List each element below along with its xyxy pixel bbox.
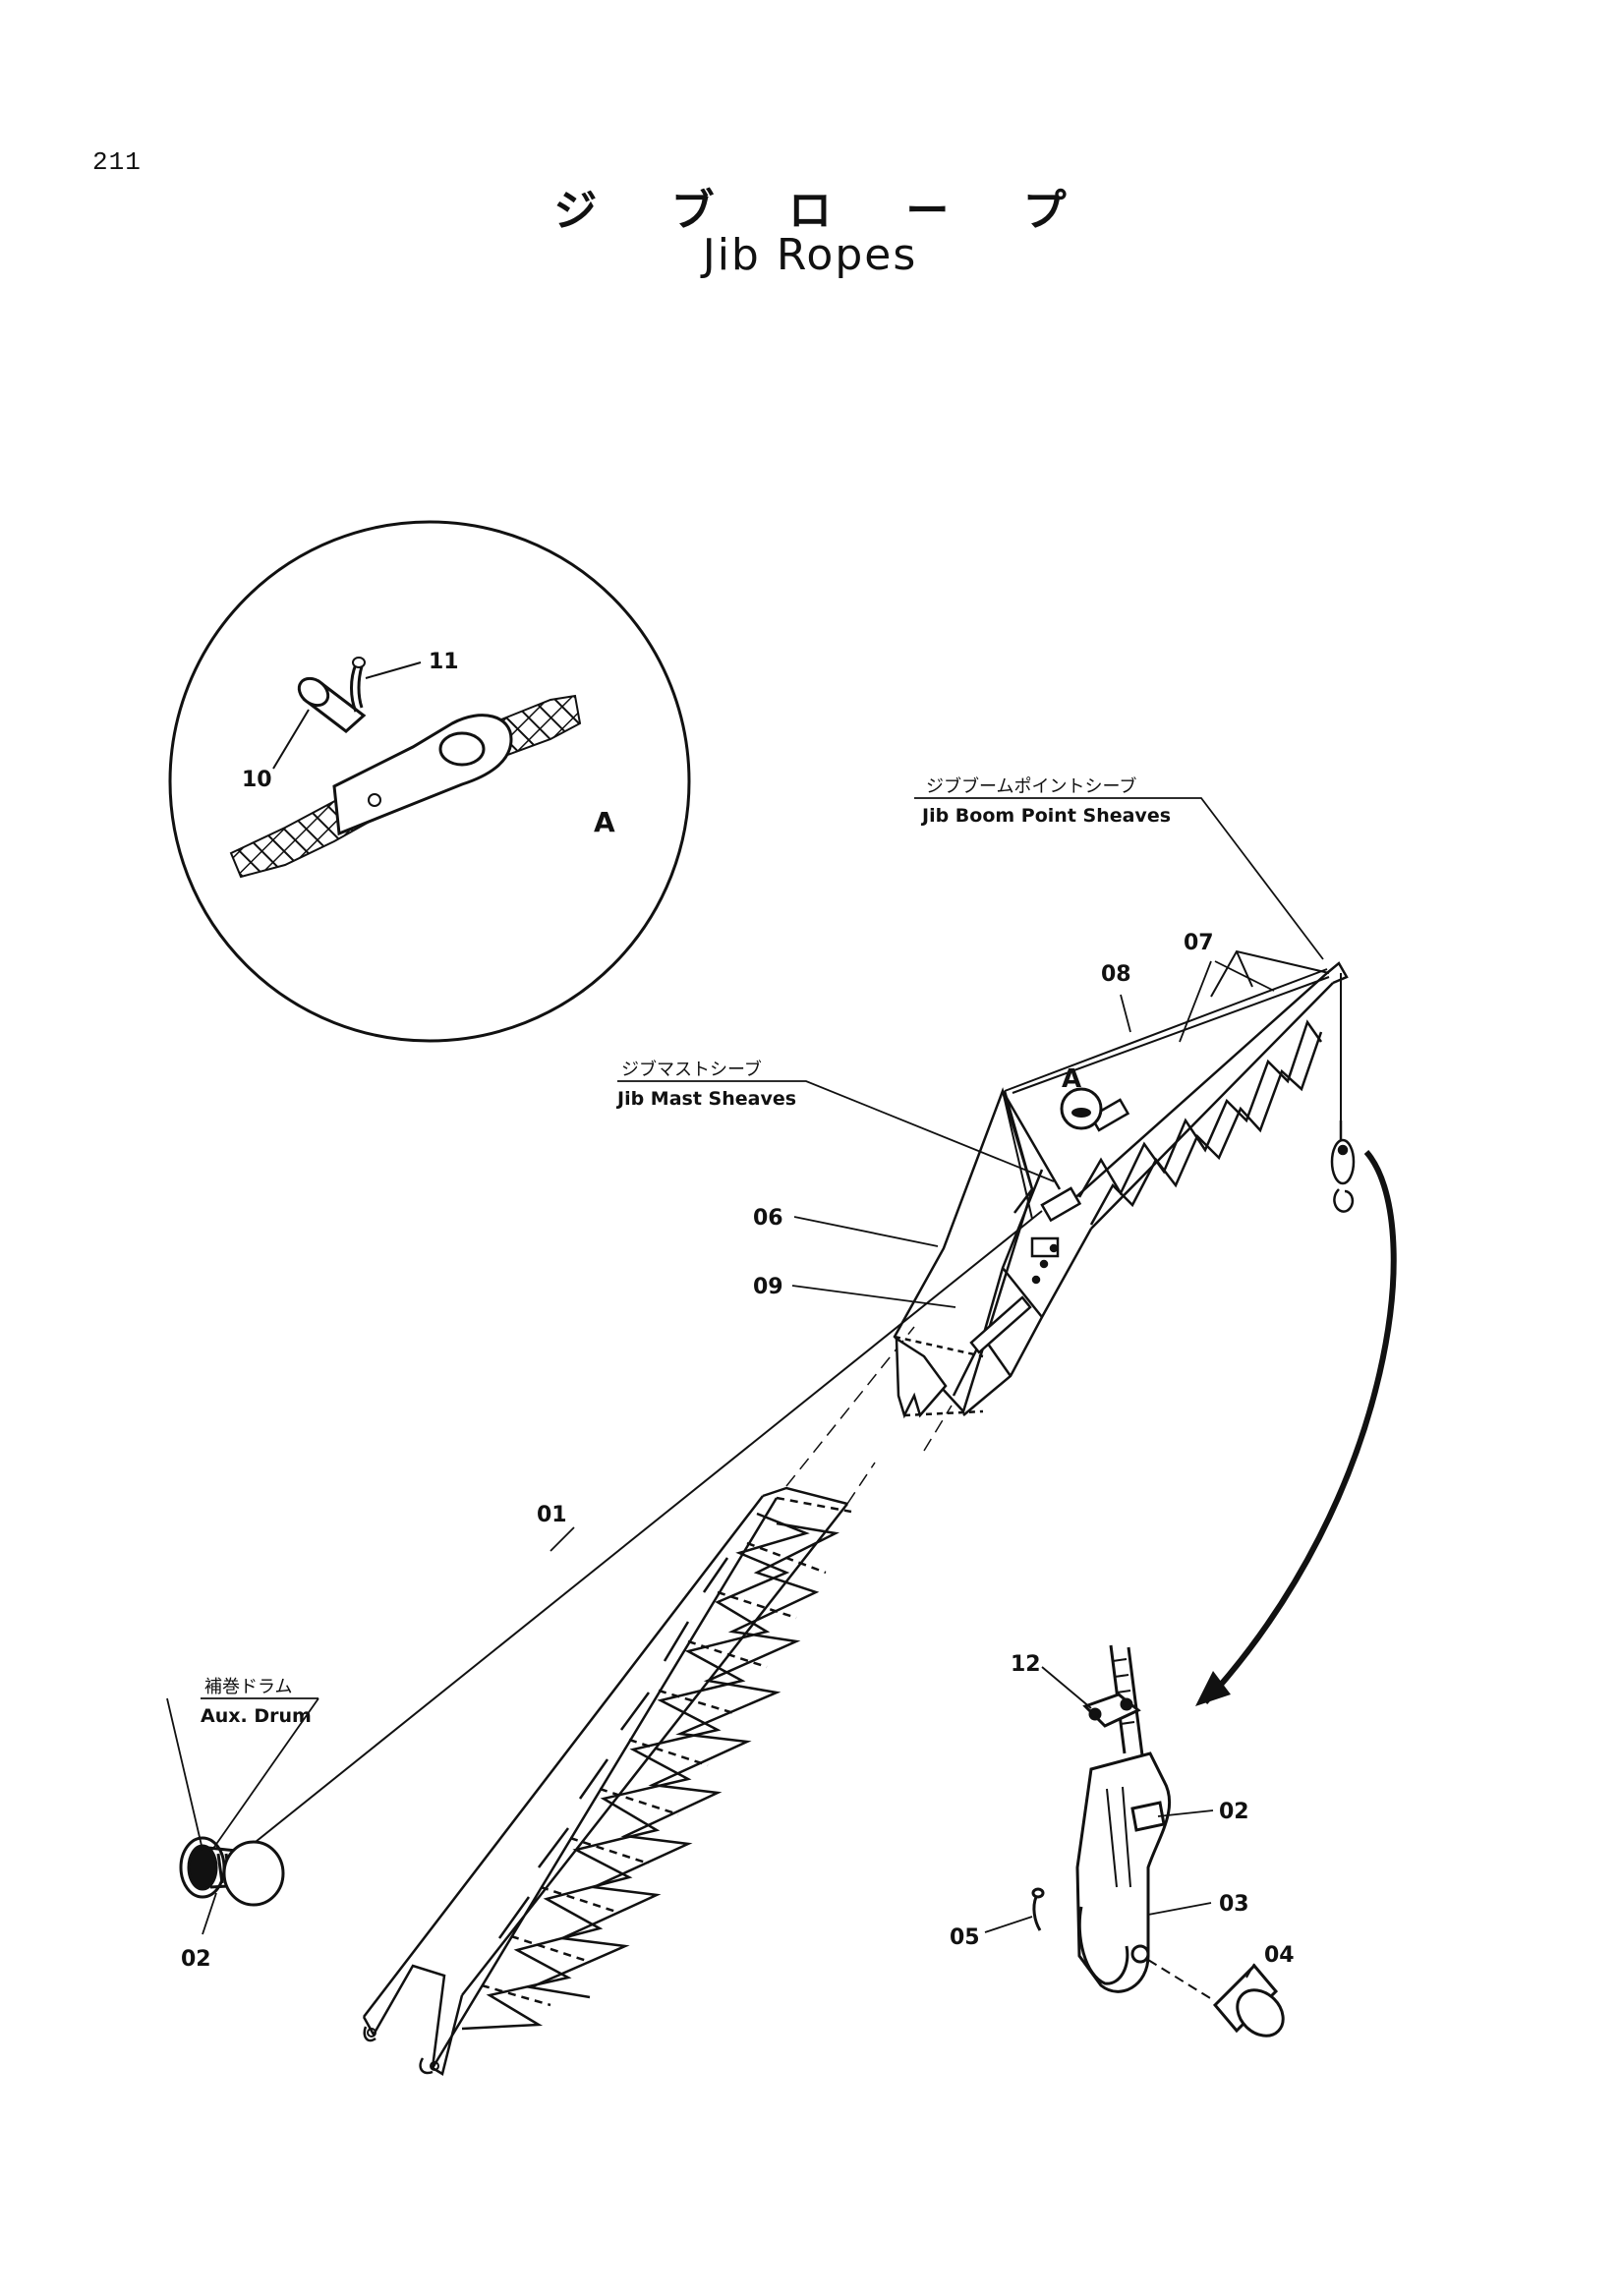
- leader-10: [272, 709, 310, 770]
- title-english: Jib Ropes: [702, 230, 918, 280]
- detail-arrow: [1202, 1150, 1397, 1705]
- callout-jib-mast-sheaves-en: Jib Mast Sheaves: [615, 1088, 796, 1110]
- boom-centerlines: [785, 1326, 953, 1505]
- part-label-03: 03: [1219, 1892, 1249, 1917]
- pin-10: [297, 676, 367, 733]
- part-label-12: 12: [1011, 1652, 1041, 1677]
- callout-aux-drum-jp: 補巻ドラム: [204, 1677, 292, 1697]
- part-label-02-drum: 02: [181, 1947, 211, 1972]
- detail-view-a: 11 10 A: [168, 520, 691, 1043]
- title-japanese: ジ ブ ロ ー プ: [553, 186, 1096, 236]
- rope-detail-marker-a: A: [1062, 1064, 1081, 1094]
- part-label-09: 09: [753, 1275, 783, 1299]
- part-label-08: 08: [1101, 962, 1131, 987]
- main-boom: [362, 1486, 852, 2076]
- aux-drum: [179, 1836, 285, 1907]
- leader-11: [365, 661, 422, 679]
- part-label-07: 07: [1184, 931, 1214, 955]
- page-number: 211: [92, 147, 142, 177]
- callout-aux-drum-en: Aux. Drum: [201, 1705, 312, 1727]
- part-label-04: 04: [1264, 1943, 1295, 1968]
- hook-block: [1330, 1120, 1356, 1213]
- leader-lines: [166, 797, 1324, 1979]
- cotter-pin-11: [350, 657, 366, 713]
- callout-jib-boom-point-sheaves-en: Jib Boom Point Sheaves: [920, 805, 1171, 827]
- part-label-10: 10: [242, 768, 272, 792]
- ropes: [225, 949, 1342, 1866]
- detail-marker-a: A: [594, 806, 615, 838]
- part-label-11: 11: [429, 650, 459, 674]
- detail-marker-on-rope: A: [1060, 1064, 1103, 1130]
- detail-arrowhead: [1195, 1671, 1231, 1706]
- link-plate: [332, 714, 513, 836]
- part-label-06: 06: [753, 1206, 783, 1231]
- callout-jib-mast-sheaves-jp: ジブマストシーブ: [621, 1059, 762, 1080]
- part-label-02-socket: 02: [1219, 1800, 1249, 1824]
- rope-01: [225, 1210, 1043, 1866]
- jib-boom: [893, 961, 1349, 1419]
- callout-jib-boom-point-sheaves-jp: ジブブームポイントシーブ: [926, 775, 1136, 797]
- detail-circle: [168, 520, 691, 1043]
- part-label-01: 01: [537, 1503, 567, 1527]
- part-label-05: 05: [950, 1925, 980, 1950]
- wedge-socket: [1031, 1644, 1285, 2038]
